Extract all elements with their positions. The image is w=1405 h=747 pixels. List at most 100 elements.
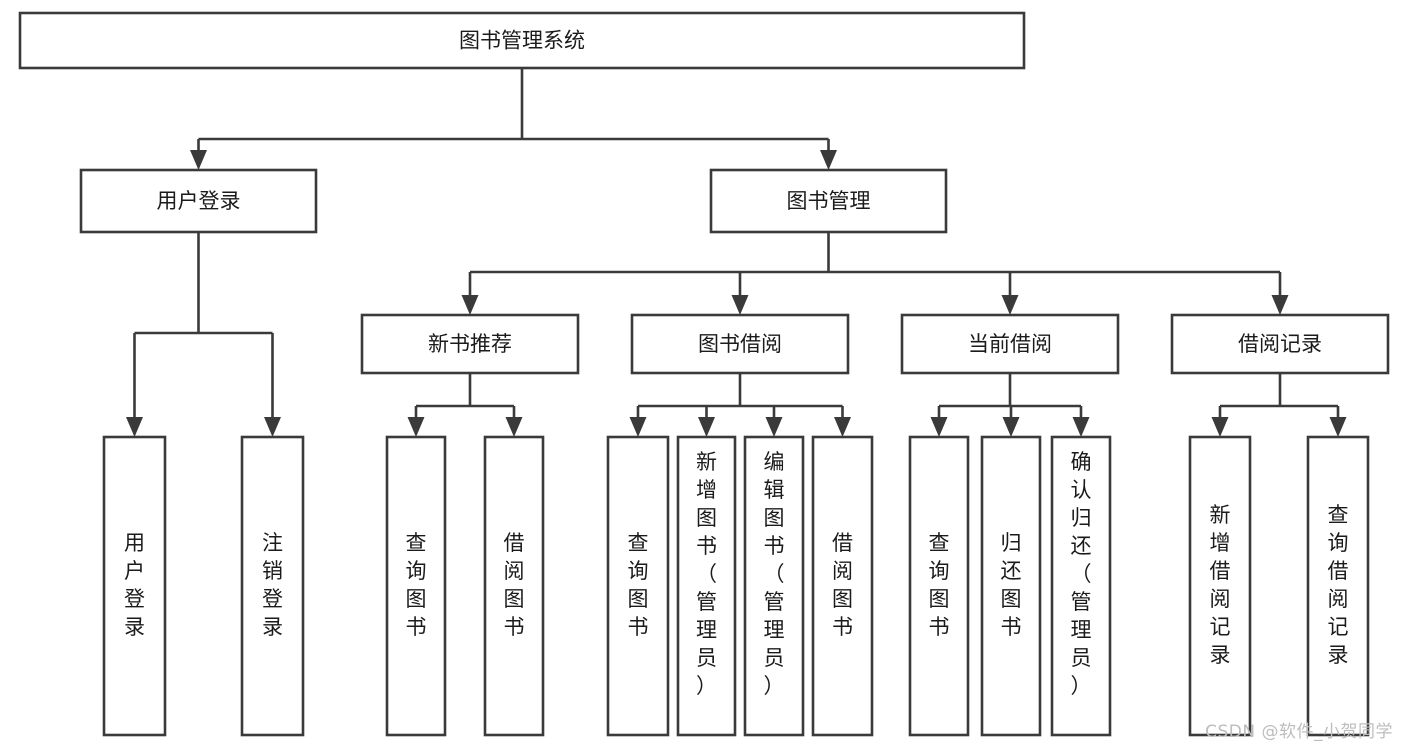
- label-char: 询: [929, 559, 950, 583]
- label-char: 书: [504, 615, 525, 639]
- label-char: 查: [628, 531, 649, 555]
- label-char: 查: [406, 531, 427, 555]
- label-char: 书: [628, 615, 649, 639]
- label-char: 阅: [1328, 587, 1349, 611]
- arrow-down-icon: [126, 417, 143, 437]
- arrow-down-icon: [765, 417, 783, 437]
- label-char: 图: [764, 506, 785, 530]
- label-char: 归: [1001, 531, 1022, 555]
- node-leaf-编辑图书（管理员）[interactable]: [743, 435, 805, 737]
- arrow-down-icon: [407, 417, 425, 437]
- label-char: 图: [504, 587, 525, 611]
- label-char: 书: [929, 615, 950, 639]
- node-leaf-新增借阅记录[interactable]: [1188, 435, 1252, 737]
- node-leaf-借阅图书[interactable]: [483, 435, 545, 737]
- node-leaf-查询图书[interactable]: [606, 435, 670, 737]
- label-char: 借: [1210, 559, 1231, 583]
- node-leaf-查询图书[interactable]: [385, 435, 447, 737]
- label-char: 增: [696, 478, 717, 502]
- label-char: 理: [1071, 618, 1092, 642]
- label-char: 借: [832, 531, 853, 555]
- label-char: 询: [1328, 531, 1349, 555]
- label-char: ）: [1071, 674, 1092, 698]
- label-char: 还: [1071, 534, 1092, 558]
- label-char: 登: [124, 587, 145, 611]
- label-char: 书: [764, 534, 785, 558]
- label-char: 查: [929, 531, 950, 555]
- label-char: 借: [504, 531, 525, 555]
- node-level2-图书管理[interactable]: [709, 168, 948, 234]
- arrow-down-icon: [731, 295, 749, 315]
- arrow-down-icon: [698, 417, 715, 437]
- label-char: 登: [262, 587, 283, 611]
- label-char: 书: [406, 615, 427, 639]
- node-level3-当前借阅[interactable]: [900, 313, 1120, 375]
- arrow-down-icon: [1329, 417, 1347, 437]
- label-char: （: [696, 562, 717, 586]
- node-level2-图书管理-label: 图书管理: [787, 189, 871, 213]
- arrow-down-icon: [930, 417, 948, 437]
- node-leaf-用户登录[interactable]: [102, 435, 167, 737]
- node-box-layer: [18, 11, 1390, 737]
- label-char: 书: [696, 534, 717, 558]
- arrow-down-icon: [1002, 417, 1020, 437]
- label-char: 图: [832, 587, 853, 611]
- node-level3-新书推荐[interactable]: [360, 313, 580, 375]
- label-char: 户: [124, 559, 145, 583]
- node-leaf-确认归还（管理员）[interactable]: [1050, 435, 1112, 737]
- node-leaf-查询图书[interactable]: [908, 435, 970, 737]
- label-char: 确: [1071, 450, 1092, 474]
- label-char: 询: [628, 559, 649, 583]
- label-char: 用: [124, 531, 145, 555]
- label-char: （: [1071, 562, 1092, 586]
- label-char: 录: [1328, 643, 1349, 667]
- arrow-down-icon: [505, 417, 523, 437]
- node-level2-用户登录-label: 用户登录: [157, 189, 241, 213]
- label-char: 新: [1210, 503, 1231, 527]
- label-char: 增: [1210, 531, 1231, 555]
- node-level2-用户登录[interactable]: [79, 168, 318, 234]
- label-char: 图: [1001, 587, 1022, 611]
- label-char: 销: [262, 559, 283, 583]
- label-char: 图: [406, 587, 427, 611]
- label-char: 管: [764, 590, 785, 614]
- label-char: 还: [1001, 559, 1022, 583]
- arrow-down-icon: [820, 150, 837, 170]
- node-level3-借阅记录[interactable]: [1170, 313, 1390, 375]
- label-char: 录: [1210, 643, 1231, 667]
- node-level3-图书借阅-label: 图书借阅: [698, 332, 782, 356]
- arrow-down-icon: [1001, 295, 1019, 315]
- arrow-down-icon: [190, 150, 207, 170]
- connector-layer: [126, 68, 1347, 437]
- node-level3-图书借阅[interactable]: [630, 313, 850, 375]
- arrow-down-icon: [1271, 295, 1289, 315]
- node-leaf-注销登录[interactable]: [240, 435, 305, 737]
- label-char: 新: [696, 450, 717, 474]
- node-leaf-新增图书（管理员）[interactable]: [676, 435, 737, 737]
- label-char: 理: [764, 618, 785, 642]
- node-leaf-查询借阅记录[interactable]: [1306, 435, 1370, 737]
- label-char: 员: [1071, 646, 1092, 670]
- node-level3-新书推荐-label: 新书推荐: [428, 332, 512, 356]
- label-char: 录: [262, 615, 283, 639]
- node-leaf-借阅图书[interactable]: [811, 435, 874, 737]
- label-char: 图: [696, 506, 717, 530]
- node-leaf-归还图书[interactable]: [980, 435, 1042, 737]
- node-root-图书管理系统[interactable]: [18, 11, 1026, 70]
- label-char: 查: [1328, 503, 1349, 527]
- node-level3-借阅记录-label: 借阅记录: [1238, 332, 1322, 356]
- label-char: 员: [696, 646, 717, 670]
- arrow-down-icon: [1211, 417, 1229, 437]
- label-char: 书: [832, 615, 853, 639]
- arrow-down-icon: [629, 417, 647, 437]
